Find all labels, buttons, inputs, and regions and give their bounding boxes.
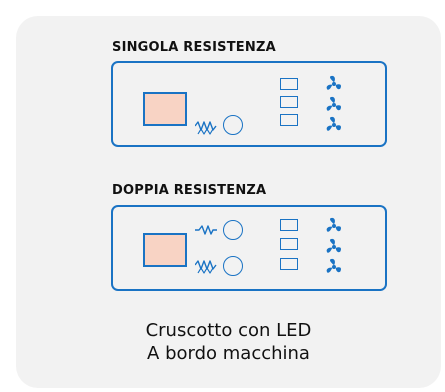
led-indicator-1 xyxy=(280,78,298,90)
led-indicator-2 xyxy=(280,238,298,250)
fan-icon xyxy=(326,75,341,90)
panel-single-heater xyxy=(111,61,387,147)
fan-icon xyxy=(326,217,341,232)
info-card: SINGOLA RESISTENZA DO xyxy=(16,16,441,388)
display-screen xyxy=(143,233,187,267)
caption-line-1: Cruscotto con LED xyxy=(145,320,312,341)
panel-double-heater xyxy=(111,205,387,291)
led-indicator-2 xyxy=(280,96,298,108)
fan-icon xyxy=(326,258,341,273)
led-indicator-1 xyxy=(280,219,298,231)
section-title-single: SINGOLA RESISTENZA xyxy=(112,40,276,55)
led-indicator xyxy=(223,115,243,135)
led-indicator-3 xyxy=(280,114,298,126)
display-screen xyxy=(143,92,187,126)
led-indicator-3 xyxy=(280,258,298,270)
heating-element-icon xyxy=(195,225,217,235)
fan-icon xyxy=(326,238,341,253)
section-title-double: DOPPIA RESISTENZA xyxy=(112,183,267,198)
led-indicator xyxy=(223,220,243,240)
heating-element-icon xyxy=(195,260,217,274)
caption-line-2: A bordo macchina xyxy=(147,343,310,364)
fan-icon xyxy=(326,96,341,111)
led-indicator xyxy=(223,256,243,276)
heating-element-icon xyxy=(195,121,217,135)
fan-icon xyxy=(326,116,341,131)
